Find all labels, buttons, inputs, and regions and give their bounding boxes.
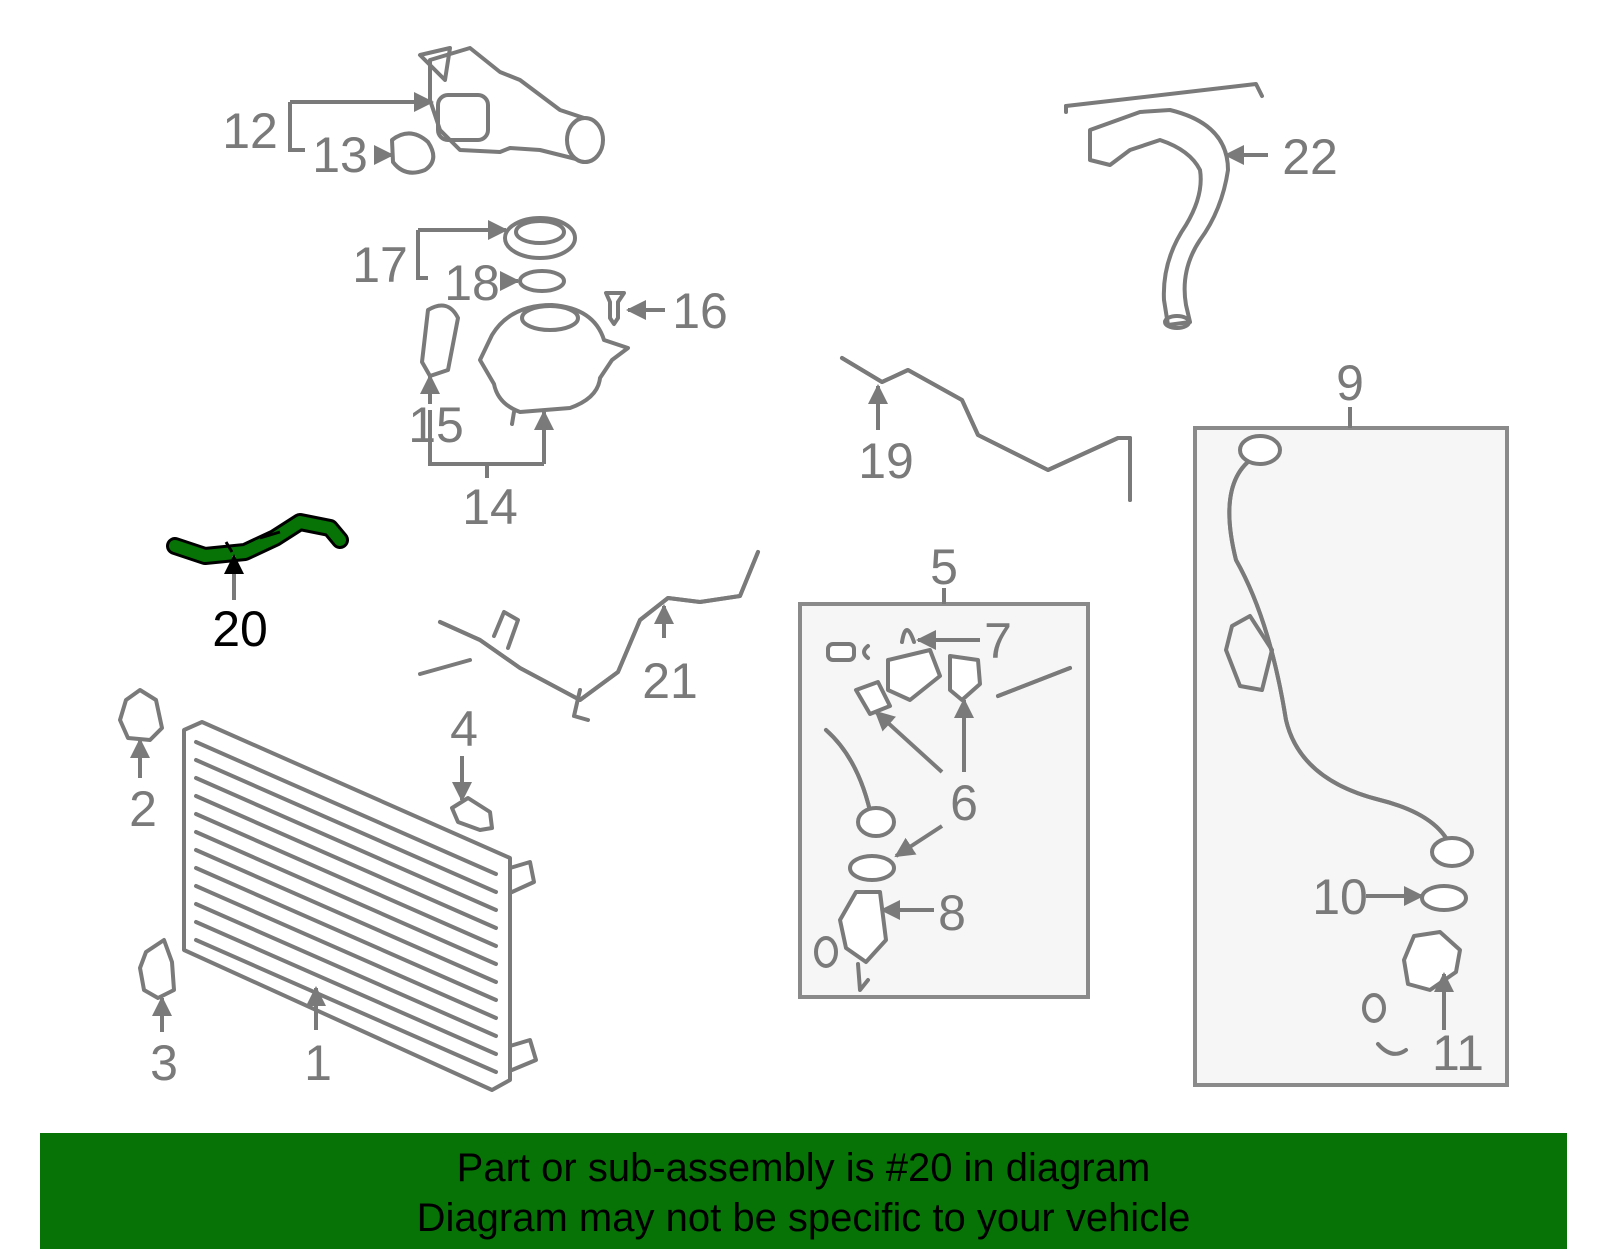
banner-line-part: Part or sub-assembly is #20 in diagram [456,1146,1151,1190]
part-20-hose-highlighted [166,513,349,565]
part-14-reservoir [478,303,630,426]
label-14: 14 [462,479,518,535]
label-16: 16 [672,283,728,339]
label-17: 17 [352,237,408,293]
group-box-9 [1193,426,1509,1087]
part-19-pipe [840,356,1132,502]
part-3-mount [138,938,176,1000]
label-4: 4 [450,701,478,757]
label-21: 21 [642,653,698,709]
label-9: 9 [1336,355,1364,411]
label-18: 18 [444,255,500,311]
banner-line-disclaimer: Diagram may not be specific to your vehi… [416,1196,1191,1240]
part-8-elbow [814,890,888,992]
label-11: 11 [1432,1025,1484,1081]
part-21-pipe [418,550,760,722]
label-13: 13 [312,127,368,183]
part-12-housing [418,46,605,164]
part-18-seal [518,269,566,293]
part-15-hose [420,303,460,378]
part-22-hose [1064,82,1264,330]
leader-lines [130,92,1454,1032]
label-5: 5 [930,539,958,595]
label-19: 19 [858,433,914,489]
label-7: 7 [984,613,1012,669]
part-16-screw [604,291,626,326]
label-12: 12 [222,103,278,159]
label-6: 6 [950,775,978,831]
label-20: 20 [212,601,268,657]
label-15: 15 [408,397,464,453]
part-9-hose [1224,434,1474,868]
part-17-cap [503,216,577,260]
label-10: 10 [1312,869,1368,925]
part-13-gasket [390,131,436,175]
part-10-clamp [1420,884,1468,912]
part-1-radiator [182,720,538,1092]
label-8: 8 [938,885,966,941]
label-3: 3 [150,1035,178,1091]
label-1: 1 [304,1035,332,1091]
label-22: 22 [1282,129,1338,185]
part-7-fitting [826,628,982,702]
part-6-hoses [824,666,1072,882]
label-2: 2 [129,781,157,837]
info-banner: Part or sub-assembly is #20 in diagram D… [40,1133,1567,1249]
part-4-sensor [450,796,494,832]
part-2-mount [118,688,164,742]
